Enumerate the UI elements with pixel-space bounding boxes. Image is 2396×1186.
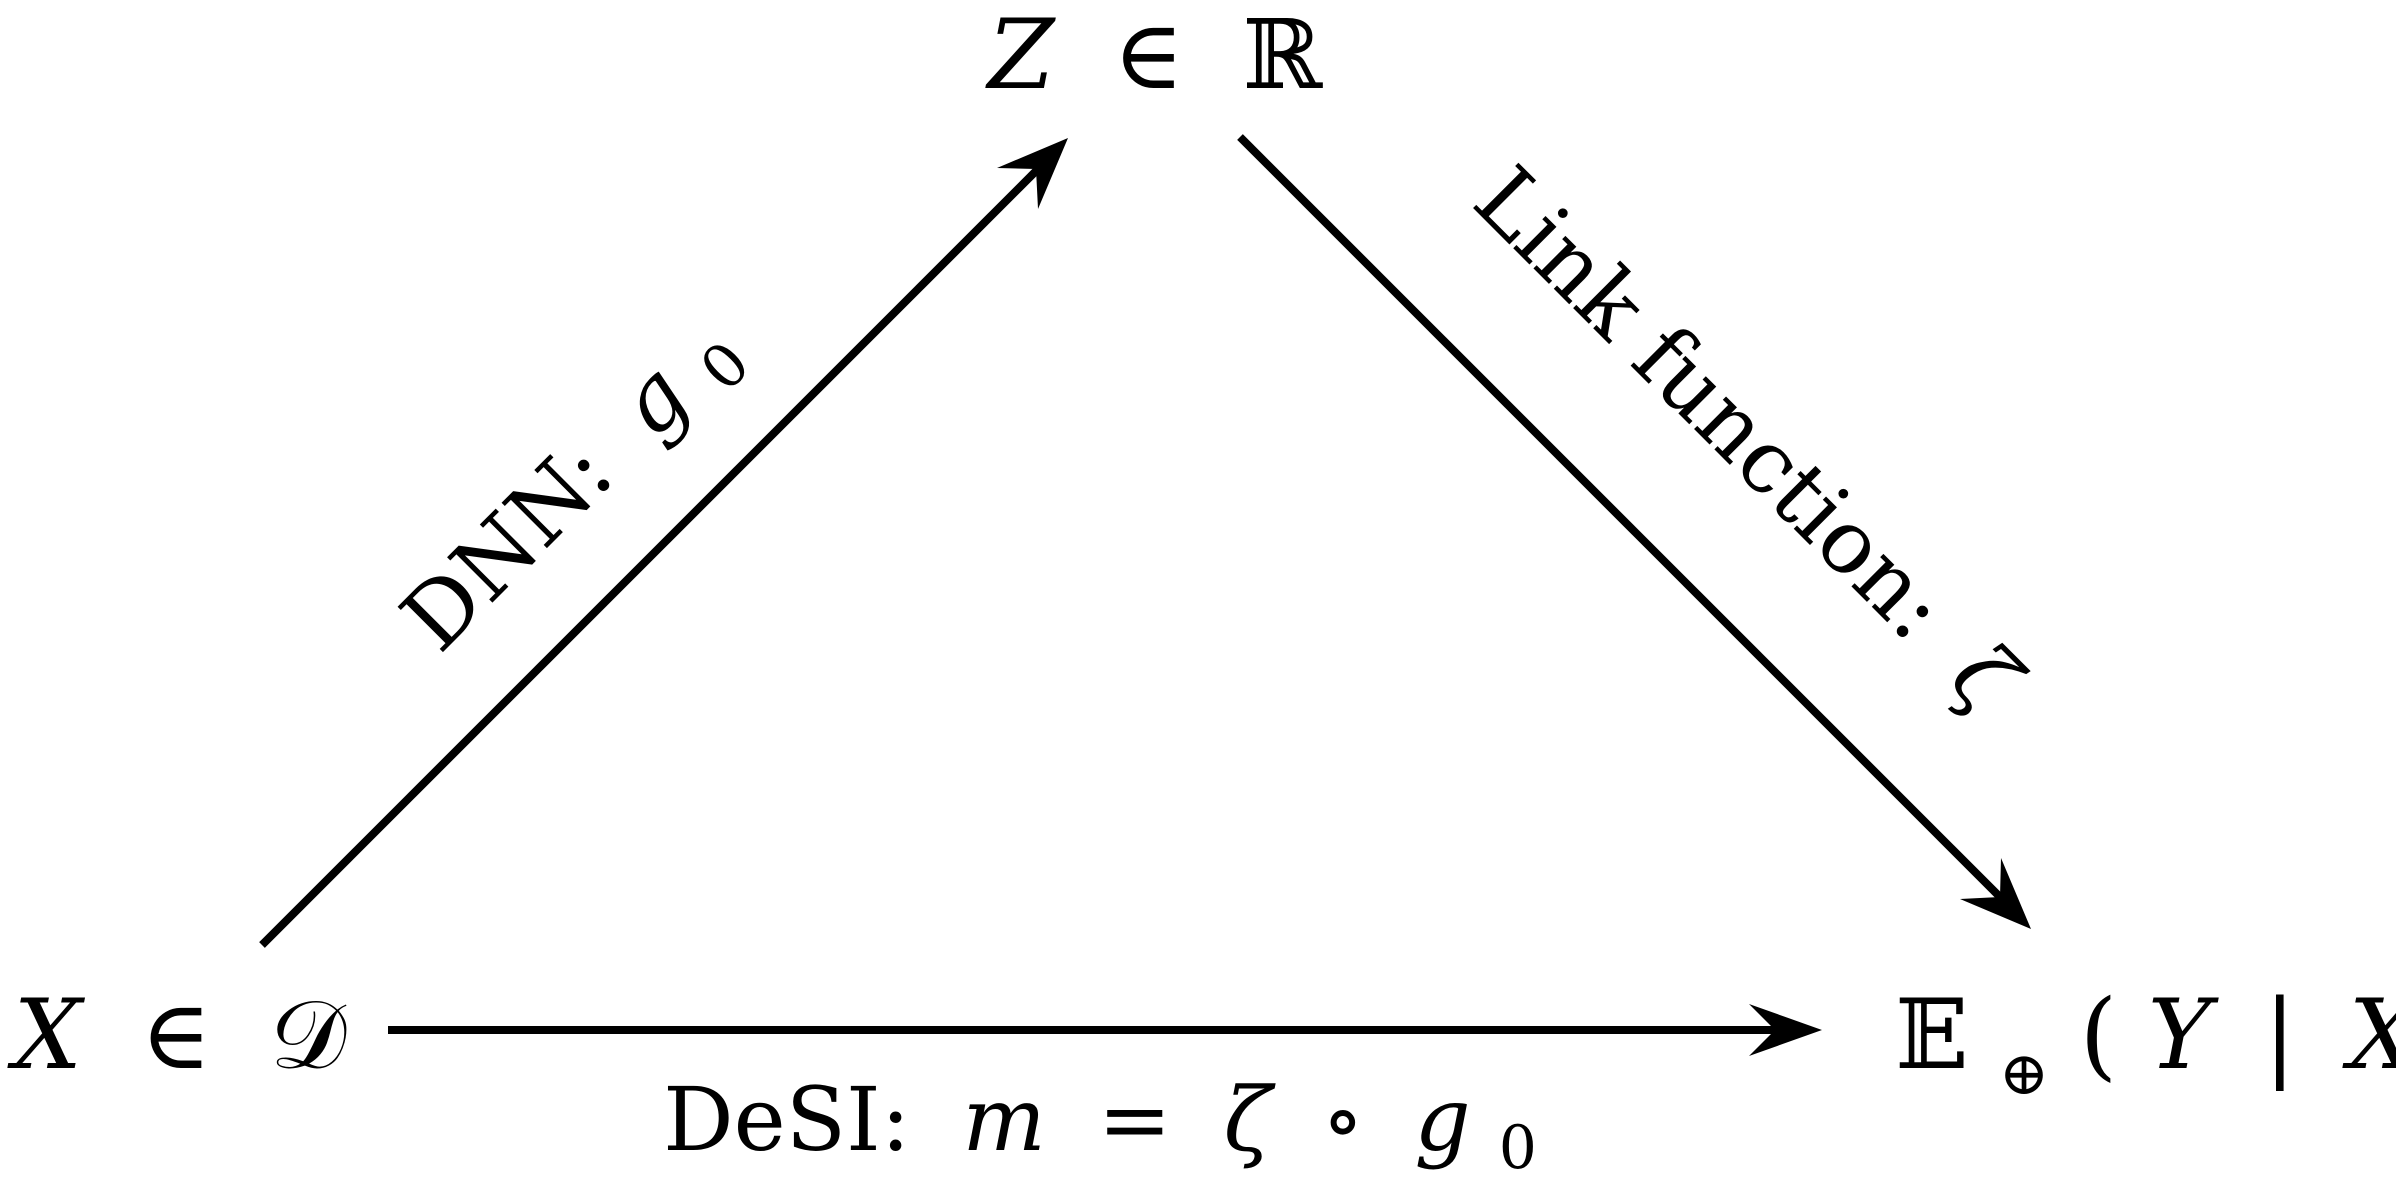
node-top: Z ∈ ℝ (985, 0, 1324, 111)
label-dnn: DNN: g 0 (382, 297, 764, 679)
node-left-set: 𝒟 (270, 979, 347, 1091)
label-link-text: Link function: (1455, 147, 1968, 660)
node-top-var: Z (985, 0, 1057, 111)
arrow-desi-head (1749, 1004, 1822, 1056)
label-dnn-text: DNN: (382, 420, 632, 670)
label-desi-lhs: m (962, 1068, 1045, 1171)
arrow-link (1237, 134, 2031, 929)
arrow-link-shaft (1237, 134, 2009, 906)
node-left: X ∈ 𝒟 (6, 979, 346, 1091)
node-right-op: 𝔼 (1895, 979, 1968, 1091)
label-desi-func1: ζ (1224, 1068, 1277, 1171)
arrow-dnn-head (997, 138, 1068, 209)
arrow-dnn-shaft (259, 164, 1043, 948)
arrow-link-head (1960, 858, 2031, 929)
label-desi-func2: g (1414, 1068, 1470, 1171)
label-dnn-sub: 0 (687, 328, 764, 405)
label-desi-eq: = (1098, 1068, 1172, 1171)
node-left-rel: ∈ (140, 979, 211, 1091)
arrow-dnn (259, 138, 1068, 948)
node-top-rel: ∈ (1113, 0, 1184, 111)
label-desi-compose: ∘ (1321, 1068, 1364, 1171)
node-right-bar: | (2264, 979, 2296, 1091)
node-right-var1: Y (2148, 979, 2220, 1091)
node-right-open: ( (2080, 979, 2117, 1091)
label-desi: DeSI: m = ζ ∘ g 0 (663, 1068, 1537, 1183)
label-desi-sub: 0 (1499, 1113, 1537, 1183)
node-right: 𝔼 ⊕ ( Y | X ) (1895, 979, 2396, 1117)
arrow-desi (388, 1004, 1822, 1056)
label-desi-text: DeSI: (663, 1068, 910, 1171)
node-left-var: X (6, 979, 85, 1091)
node-right-sub: ⊕ (1999, 1039, 2049, 1109)
node-top-set: ℝ (1243, 0, 1324, 111)
label-link-func: ζ (1932, 624, 2042, 734)
node-right-var2: X (2341, 979, 2396, 1091)
